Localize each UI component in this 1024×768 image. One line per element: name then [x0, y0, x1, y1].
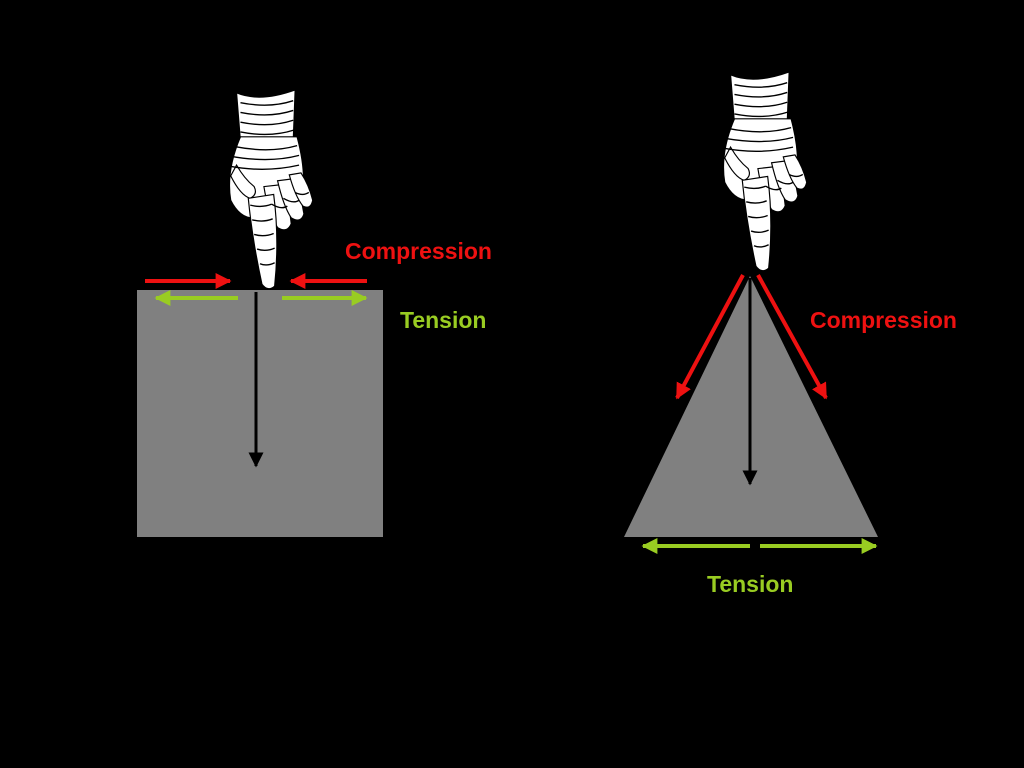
pointing-hand-icon — [227, 89, 314, 290]
left-compression-label: Compression — [345, 238, 492, 264]
left-tension-label: Tension — [400, 307, 487, 333]
pointing-hand-icon — [721, 71, 808, 272]
right-compression-label: Compression — [810, 307, 957, 333]
square-block — [137, 290, 383, 537]
right-tension-label: Tension — [707, 571, 794, 597]
right-compression-arrow-left — [675, 274, 745, 400]
right-compression-arrow-right — [756, 274, 828, 400]
